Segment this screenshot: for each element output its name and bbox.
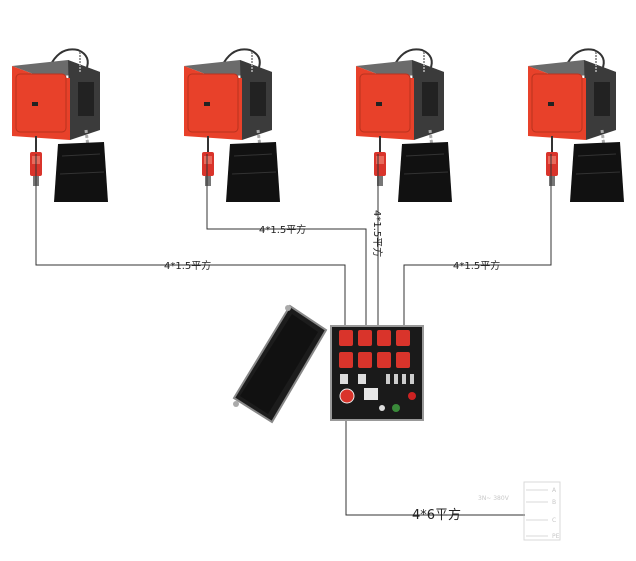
indicator-green	[392, 404, 400, 412]
cable-hoist-1	[35, 154, 346, 326]
hoist-unit-1	[10, 47, 110, 204]
controller-box	[330, 325, 424, 421]
socket-row-bottom	[339, 352, 410, 368]
power-supply-box: 3N~ 380V A B C PE	[478, 481, 561, 541]
indicator-red	[408, 392, 416, 400]
meter-display	[364, 388, 378, 400]
cable-hoist-4	[403, 154, 552, 326]
cable-hoist-2	[206, 154, 367, 326]
power-voltage-text: 3N~ 380V	[478, 495, 510, 502]
cable-label-hoist-4: 4*1.5平方	[453, 259, 500, 272]
cable-lines	[35, 154, 552, 516]
main-power-inlet	[339, 388, 355, 404]
cable-power	[345, 418, 525, 516]
flight-case-lid	[232, 304, 328, 424]
terminal-c: C	[552, 517, 556, 524]
socket-row-top	[339, 330, 410, 346]
hoist-unit-3	[354, 47, 454, 204]
cable-label-hoist-2: 4*1.5平方	[259, 223, 306, 236]
cable-label-power: 4*6平方	[412, 507, 461, 523]
hoist-unit-4	[526, 47, 626, 204]
indicator-white	[379, 405, 385, 411]
terminal-pe: PE	[552, 533, 560, 540]
terminal-b: B	[552, 499, 556, 506]
cable-label-hoist-3: 4*1.5平方	[371, 210, 384, 257]
switch-panel	[340, 374, 414, 384]
terminal-a: A	[552, 487, 557, 494]
hoist-unit-2	[182, 47, 282, 204]
cable-label-hoist-1: 4*1.5平方	[164, 259, 211, 272]
